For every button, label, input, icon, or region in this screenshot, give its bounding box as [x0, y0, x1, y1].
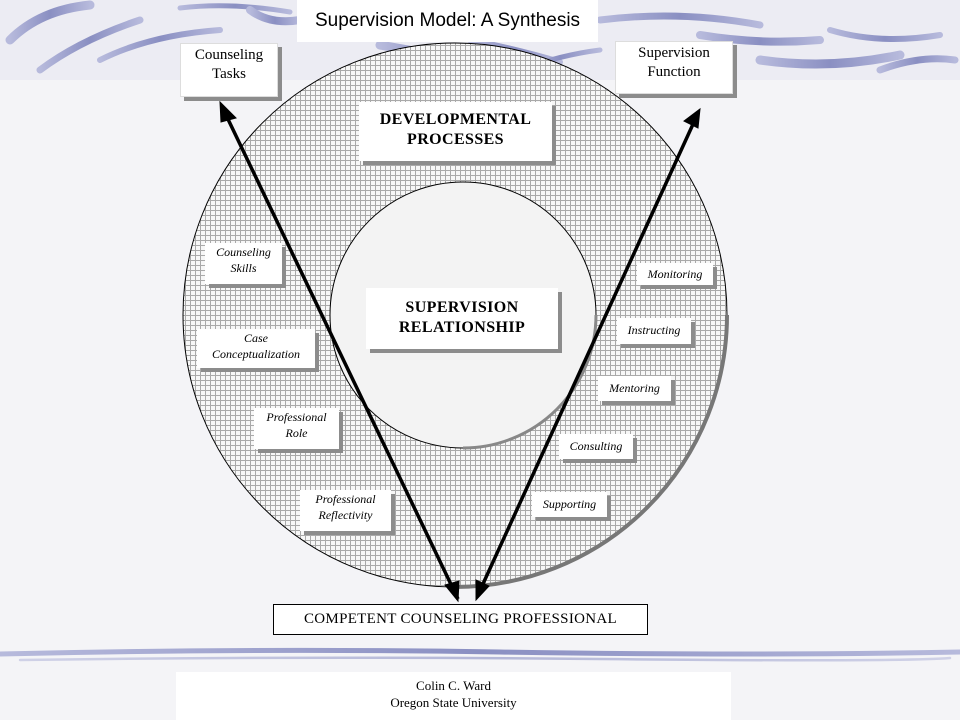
task-counseling-skills-line1: Counseling: [216, 245, 271, 259]
supervision-relationship-line2: RELATIONSHIP: [398, 319, 526, 336]
task-counseling-skills-line2: Skills: [230, 261, 257, 275]
task-case-conceptualization: Case Conceptualization: [197, 329, 315, 368]
function-supporting: Supporting: [532, 492, 607, 517]
slide-title: Supervision Model: A Synthesis: [297, 0, 598, 42]
task-professional-role-line1: Professional: [266, 410, 327, 424]
competent-counseling-professional-box: COMPETENT COUNSELING PROFESSIONAL: [273, 604, 648, 635]
task-professional-reflectivity-line1: Professional: [315, 492, 376, 506]
task-professional-role-line2: Role: [285, 426, 308, 440]
developmental-processes-line1: DEVELOPMENTAL: [379, 111, 532, 128]
function-consulting: Consulting: [559, 434, 633, 459]
task-counseling-skills: Counseling Skills: [205, 243, 282, 284]
author-name: Colin C. Ward: [416, 678, 491, 693]
supervision-function-line1: Supervision: [638, 45, 710, 61]
task-professional-reflectivity-line2: Reflectivity: [318, 508, 373, 522]
counseling-tasks-box: Counseling Tasks: [180, 43, 278, 97]
author-credit: Colin C. Ward Oregon State University: [176, 672, 731, 720]
developmental-processes-label: DEVELOPMENTAL PROCESSES: [359, 102, 552, 161]
task-case-conceptualization-line2: Conceptualization: [212, 347, 300, 361]
function-mentoring: Mentoring: [598, 376, 671, 401]
counseling-tasks-line2: Tasks: [212, 66, 246, 82]
supervision-relationship-label: SUPERVISION RELATIONSHIP: [366, 288, 558, 349]
author-institution: Oregon State University: [390, 695, 517, 710]
counseling-tasks-line1: Counseling: [194, 47, 264, 63]
developmental-processes-line2: PROCESSES: [407, 131, 504, 148]
arrow-left: [219, 100, 460, 603]
brush-strokes-bottom: [0, 647, 960, 662]
task-professional-reflectivity: Professional Reflectivity: [300, 490, 391, 531]
supervision-function-line2: Function: [647, 64, 701, 80]
function-instructing: Instructing: [617, 318, 691, 344]
task-professional-role: Professional Role: [254, 408, 339, 449]
function-monitoring: Monitoring: [637, 263, 713, 285]
task-case-conceptualization-line1: Case: [244, 331, 268, 345]
supervision-relationship-line1: SUPERVISION: [405, 299, 519, 316]
supervision-function-box: Supervision Function: [615, 41, 733, 94]
arrow-right: [475, 107, 701, 602]
